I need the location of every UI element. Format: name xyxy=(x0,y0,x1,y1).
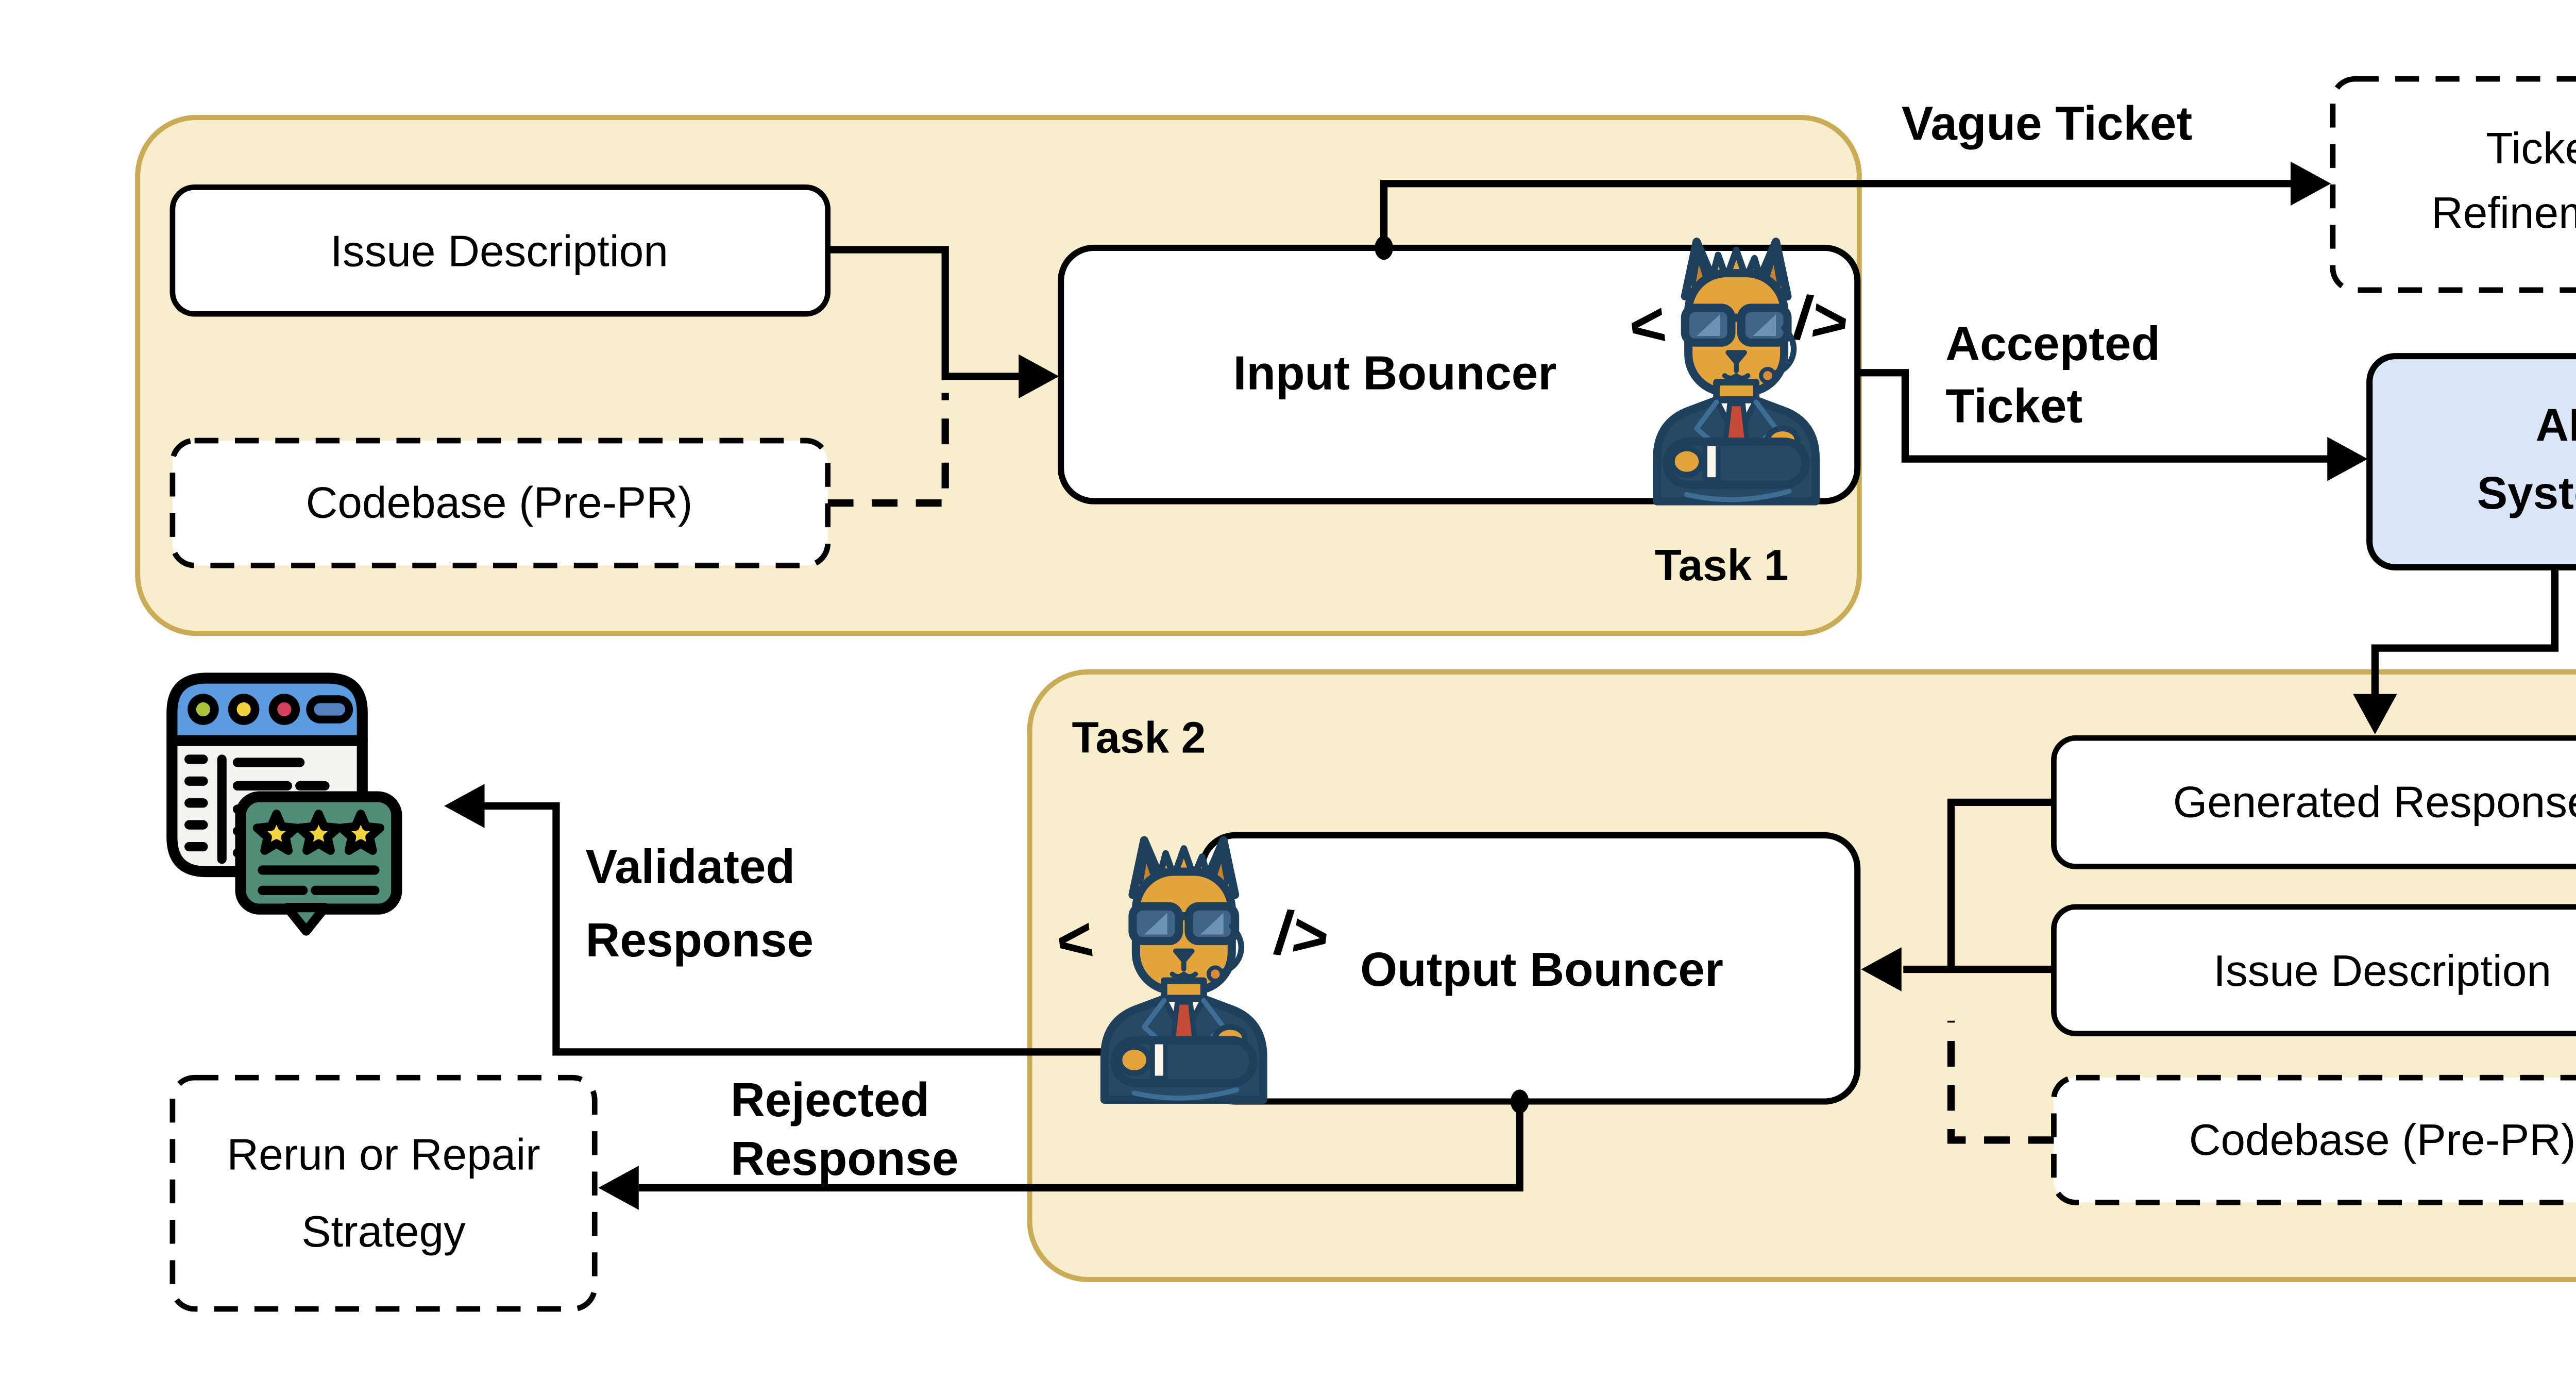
arrowhead-into-rerun-strategy xyxy=(598,1166,639,1210)
node-codebase-pre-pr-1 xyxy=(170,438,831,568)
rerun-repair-label-line2: Strategy xyxy=(301,1207,466,1256)
vague-ticket-label: Vague Ticket xyxy=(1902,96,2193,150)
arrowhead-into-ticket-refinement xyxy=(2291,161,2331,206)
code-bracket-left-icon: < xyxy=(1053,903,1097,978)
node-ticket-refinement xyxy=(2330,76,2576,293)
node-codebase-pre-pr-2 xyxy=(2051,1074,2576,1205)
issue-description-2-label: Issue Description xyxy=(2213,947,2551,996)
junction-dot-output-bouncer-bottom xyxy=(1510,1089,1529,1114)
ai-system-label-line2: System xyxy=(2477,467,2576,518)
task2-label: Task 2 xyxy=(1072,714,1206,763)
edge-validated-response xyxy=(484,802,1226,1056)
ticket-refinement-label-line1: Ticket xyxy=(2486,124,2576,173)
edge-accepted-ticket xyxy=(1857,369,2329,463)
junction-dot-input-bouncer-top xyxy=(1375,236,1393,260)
generated-response-label: Generated Response xyxy=(2173,778,2576,827)
code-bracket-right-icon: /> xyxy=(1790,282,1852,358)
validated-response-icon xyxy=(172,678,397,931)
rejected-response-label-line1: Rejected xyxy=(731,1073,929,1126)
edge-codebase2-to-output-bouncer-dashed xyxy=(1947,1020,2054,1144)
accepted-ticket-label-line2: Ticket xyxy=(1945,379,2082,432)
node-ai-system xyxy=(2366,353,2576,570)
node-issue-description-2 xyxy=(2051,904,2576,1037)
node-issue-description-1 xyxy=(170,184,831,317)
node-rerun-repair-strategy xyxy=(170,1074,598,1312)
codebase-pre-pr-2-label: Codebase (Pre-PR) xyxy=(2189,1116,2576,1165)
validated-response-label-line1: Validated xyxy=(585,840,795,894)
rejected-response-label-line2: Response xyxy=(731,1132,959,1185)
input-bouncer-label: Input Bouncer xyxy=(1233,346,1557,399)
task1-label: Task 1 xyxy=(1655,541,1789,590)
arrowhead-into-validated-icon xyxy=(444,784,485,828)
arrowhead-into-generated-response xyxy=(2353,694,2397,734)
edge-vague-ticket xyxy=(1380,180,2293,248)
accepted-ticket-label-line1: Accepted xyxy=(1945,316,2160,370)
output-bouncer-label: Output Bouncer xyxy=(1360,943,1723,996)
codebase-pre-pr-1-label: Codebase (Pre-PR) xyxy=(306,479,693,528)
edge-issue-to-input-bouncer xyxy=(827,246,1021,380)
issue-description-1-label: Issue Description xyxy=(330,227,668,276)
arrowhead-into-output-bouncer xyxy=(1861,947,1902,991)
rerun-repair-label-line1: Rerun or Repair xyxy=(227,1130,540,1179)
arrowhead-into-input-bouncer xyxy=(1019,354,1059,399)
edge-ai-to-generated-response xyxy=(2371,567,2559,696)
edge-rejected-response xyxy=(638,1101,1523,1192)
validated-response-label-line2: Response xyxy=(585,913,814,967)
code-bracket-left-icon: < xyxy=(1625,289,1670,363)
code-bracket-right-icon: /> xyxy=(1271,897,1333,973)
ticket-refinement-label-line2: Refinement xyxy=(2431,189,2576,238)
edge-inputs-to-output-bouncer xyxy=(1903,798,2054,973)
ai-system-label-line1: AI xyxy=(2536,399,2576,450)
arrowhead-into-ai-system xyxy=(2327,436,2368,481)
node-generated-response xyxy=(2051,735,2576,869)
edge-codebase-to-input-bouncer-dashed xyxy=(827,393,949,507)
